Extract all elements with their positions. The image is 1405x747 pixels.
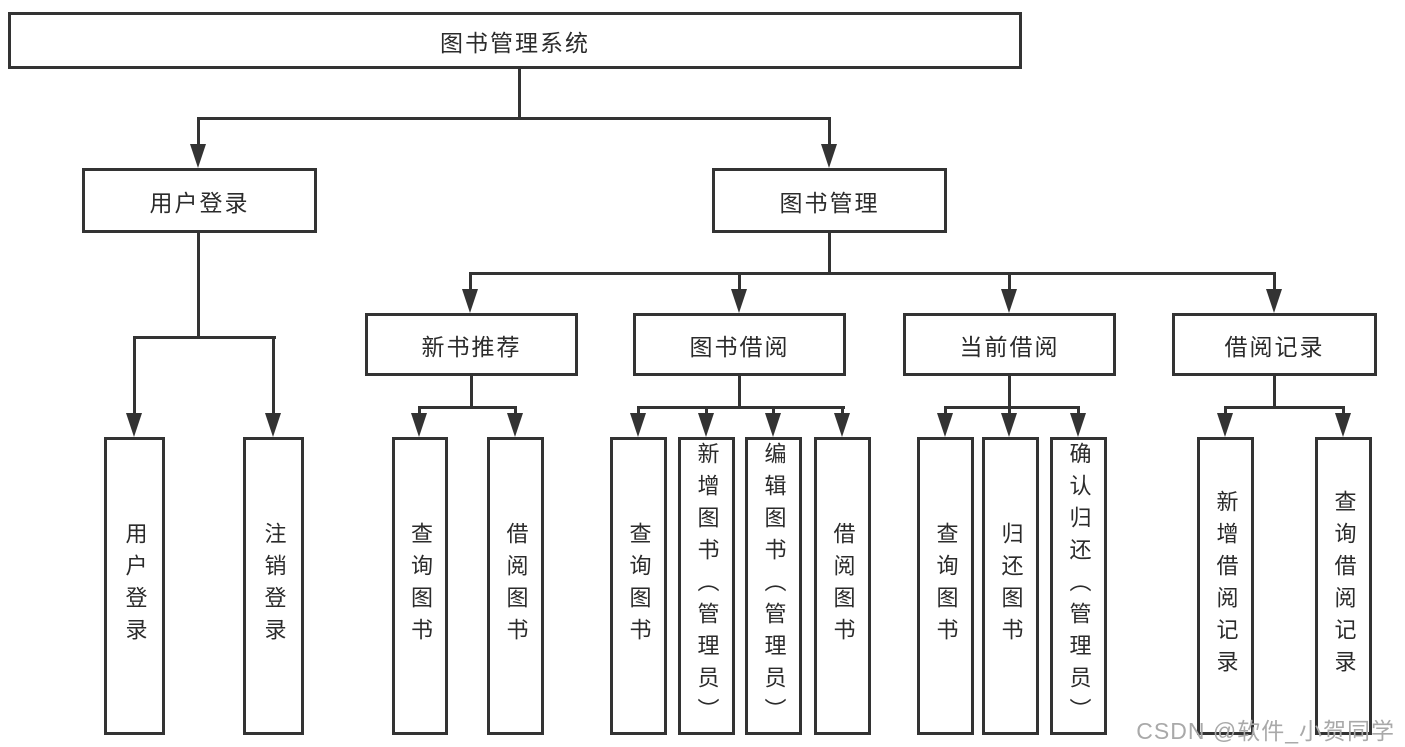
connector-line: [1008, 272, 1011, 291]
connector-line: [944, 406, 1080, 409]
connector-line: [197, 233, 200, 336]
node-book-management: 图书管理: [712, 168, 947, 233]
connector-line: [1273, 272, 1276, 291]
connector-line: [738, 272, 741, 291]
connector-line: [470, 376, 473, 406]
arrow-down: [630, 413, 646, 437]
connector-line: [738, 376, 741, 406]
arrow-down: [507, 413, 523, 437]
connector-line: [418, 406, 517, 409]
arrow-down: [731, 289, 747, 313]
connector-line: [1273, 376, 1276, 406]
arrow-down: [698, 413, 714, 437]
arrow-down: [126, 413, 142, 437]
arrow-down: [265, 413, 281, 437]
connector-line: [1008, 406, 1011, 416]
connector-line: [828, 117, 831, 146]
connector-line: [1224, 406, 1227, 416]
connector-line: [197, 117, 200, 146]
connector-line: [469, 272, 1276, 275]
connector-line: [197, 117, 831, 120]
leaf-return-book: 归还图书: [982, 437, 1039, 735]
connector-line: [1008, 376, 1011, 406]
connector-line: [272, 336, 275, 415]
arrow-down: [1070, 413, 1086, 437]
arrow-down: [190, 144, 206, 168]
connector-line: [418, 406, 421, 416]
leaf-edit-book-admin: 编辑图书（管理员）: [745, 437, 802, 735]
arrow-down: [462, 289, 478, 313]
leaf-query-book-3: 查询图书: [917, 437, 974, 735]
leaf-query-borrow-record: 查询借阅记录: [1315, 437, 1372, 735]
connector-line: [1077, 406, 1080, 416]
arrow-down: [765, 413, 781, 437]
leaf-borrow-book-2: 借阅图书: [814, 437, 871, 735]
leaf-query-book-2: 查询图书: [610, 437, 667, 735]
node-borrow-records: 借阅记录: [1172, 313, 1377, 376]
connector-line: [133, 336, 276, 339]
arrow-down: [1217, 413, 1233, 437]
leaf-add-book-admin: 新增图书（管理员）: [678, 437, 735, 735]
arrow-down: [411, 413, 427, 437]
node-library-system: 图书管理系统: [8, 12, 1022, 69]
node-user-login: 用户登录: [82, 168, 317, 233]
arrow-down: [1001, 289, 1017, 313]
connector-line: [469, 272, 472, 291]
connector-line: [772, 406, 775, 416]
leaf-user-login: 用户登录: [104, 437, 165, 735]
connector-line: [1342, 406, 1345, 416]
leaf-query-book-1: 查询图书: [392, 437, 448, 735]
node-book-borrow: 图书借阅: [633, 313, 846, 376]
leaf-borrow-book-1: 借阅图书: [487, 437, 544, 735]
connector-line: [944, 406, 947, 416]
arrow-down: [821, 144, 837, 168]
node-new-book-recommend: 新书推荐: [365, 313, 578, 376]
leaf-confirm-return-admin: 确认归还（管理员）: [1050, 437, 1107, 735]
connector-line: [705, 406, 708, 416]
leaf-add-borrow-record: 新增借阅记录: [1197, 437, 1254, 735]
arrow-down: [1266, 289, 1282, 313]
watermark: CSDN @软件_小贺同学: [1136, 718, 1395, 744]
connector-line: [518, 68, 521, 118]
connector-line: [637, 406, 845, 409]
arrow-down: [834, 413, 850, 437]
arrow-down: [1001, 413, 1017, 437]
arrow-down: [1335, 413, 1351, 437]
connector-line: [514, 406, 517, 416]
connector-line: [133, 336, 136, 415]
node-current-borrow: 当前借阅: [903, 313, 1116, 376]
connector-line: [841, 406, 844, 416]
connector-line: [1224, 406, 1345, 409]
connector-line: [828, 233, 831, 274]
connector-line: [637, 406, 640, 416]
arrow-down: [937, 413, 953, 437]
leaf-logout: 注销登录: [243, 437, 304, 735]
